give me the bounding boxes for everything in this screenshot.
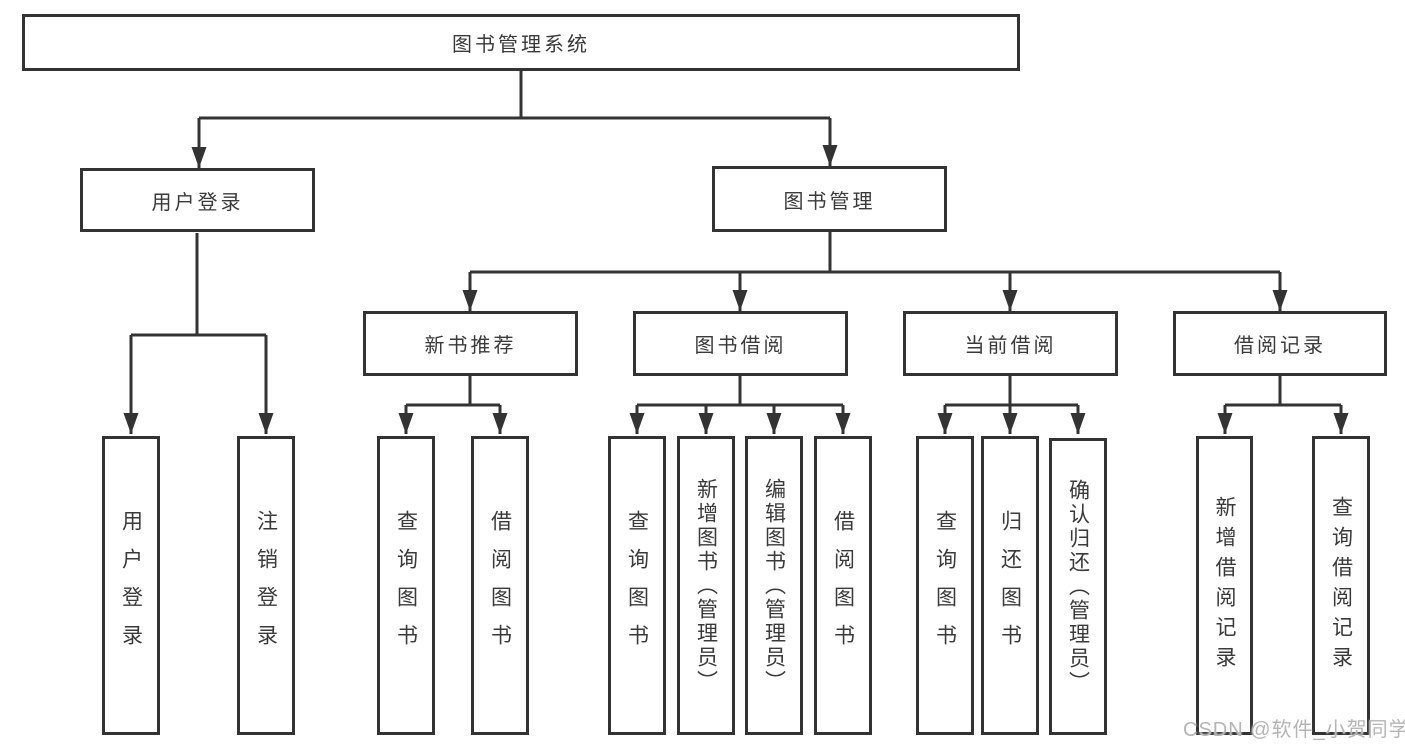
leaf-query-books-current-label: 查询图书: [933, 509, 957, 662]
leaf-borrow-books: 借阅图书: [814, 436, 872, 735]
node-borrowing-records: 借阅记录: [1173, 311, 1387, 376]
leaf-query-books-borrowing: 查询图书: [608, 436, 666, 735]
leaf-query-books-borrowing-label: 查询图书: [625, 509, 649, 662]
leaf-logout: 注销登录: [237, 436, 295, 735]
node-root: 图书管理系统: [22, 14, 1020, 71]
node-book-borrowing: 图书借阅: [633, 311, 848, 376]
leaf-add-borrow-record: 新增借阅记录: [1196, 436, 1253, 735]
leaf-confirm-return-admin-label: 确认归还（管理员）: [1066, 478, 1090, 695]
leaf-return-books: 归还图书: [981, 436, 1039, 735]
node-book-management-label: 图书管理: [783, 190, 876, 213]
leaf-query-books-current: 查询图书: [916, 436, 974, 735]
node-user-login: 用户登录: [80, 168, 315, 232]
leaf-query-borrow-record: 查询借阅记录: [1312, 436, 1370, 735]
leaf-edit-books-admin-label: 编辑图书（管理员）: [762, 477, 786, 694]
leaf-add-books-admin: 新增图书（管理员）: [677, 436, 735, 735]
node-new-book-recommend: 新书推荐: [363, 311, 578, 376]
node-root-label: 图书管理系统: [452, 34, 590, 56]
leaf-return-books-label: 归还图书: [998, 509, 1022, 662]
leaf-query-borrow-record-label: 查询借阅记录: [1329, 495, 1353, 676]
leaf-logout-label: 注销登录: [254, 509, 278, 662]
leaf-add-books-admin-label: 新增图书（管理员）: [694, 477, 718, 694]
csdn-watermark: CSDN @软件_小贺同学: [1183, 719, 1405, 741]
leaf-add-borrow-record-label: 新增借阅记录: [1213, 495, 1236, 676]
leaf-user-login-label: 用户登录: [119, 509, 143, 662]
leaf-query-books-recommend: 查询图书: [377, 436, 435, 735]
leaf-borrow-books-label: 借阅图书: [831, 509, 855, 662]
leaf-user-login: 用户登录: [102, 436, 160, 735]
node-current-borrowing: 当前借阅: [903, 311, 1118, 376]
node-user-login-label: 用户登录: [151, 191, 244, 214]
leaf-borrow-books-recommend: 借阅图书: [471, 436, 529, 735]
node-current-borrowing-label: 当前借阅: [964, 335, 1057, 357]
node-book-management: 图书管理: [712, 166, 947, 232]
leaf-confirm-return-admin: 确认归还（管理员）: [1049, 438, 1107, 735]
node-borrowing-records-label: 借阅记录: [1234, 335, 1326, 357]
leaf-query-books-recommend-label: 查询图书: [394, 509, 418, 662]
leaf-borrow-books-recommend-label: 借阅图书: [488, 509, 512, 662]
node-new-book-recommend-label: 新书推荐: [424, 335, 517, 357]
node-book-borrowing-label: 图书借阅: [694, 335, 787, 357]
leaf-edit-books-admin: 编辑图书（管理员）: [745, 436, 803, 735]
